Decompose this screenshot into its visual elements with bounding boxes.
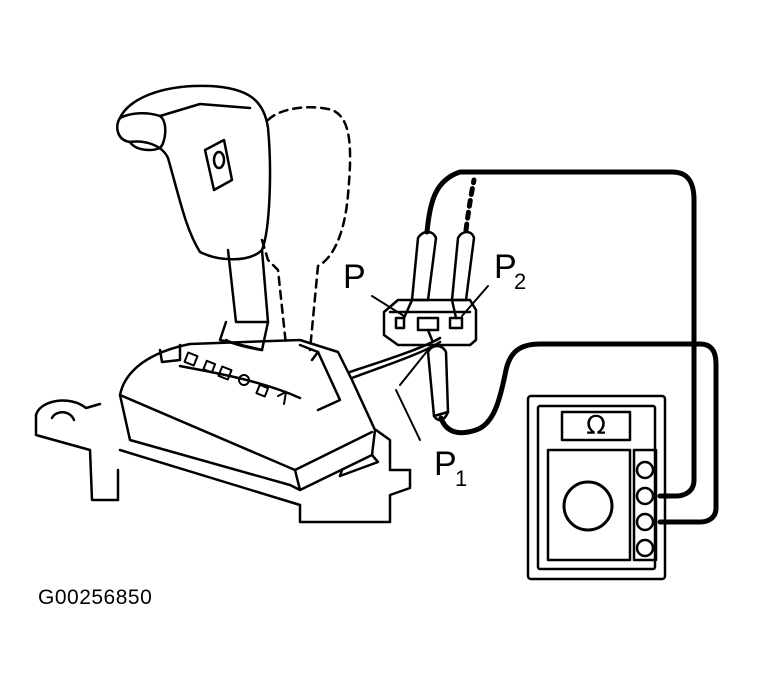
shift-lever <box>218 248 270 352</box>
floor-bracket <box>34 399 412 524</box>
label-p2-subscript: 2 <box>514 269 526 294</box>
lever-alternate-position <box>260 106 352 352</box>
ohmmeter <box>526 394 667 581</box>
shifter-housing <box>118 338 380 492</box>
probe-p <box>402 230 438 320</box>
label-leaders <box>371 285 489 441</box>
label-p: P <box>343 258 366 296</box>
shift-position-markings <box>183 351 287 405</box>
test-leads <box>424 169 719 525</box>
label-p2: P <box>494 248 517 286</box>
figure-code: G00256850 <box>38 586 153 609</box>
switch-connector <box>348 298 478 380</box>
probe-p2 <box>450 230 476 320</box>
label-p1-subscript: 1 <box>455 466 467 491</box>
label-p1: P <box>434 445 457 483</box>
ohm-symbol: Ω <box>586 411 606 441</box>
shift-knob <box>116 84 272 261</box>
